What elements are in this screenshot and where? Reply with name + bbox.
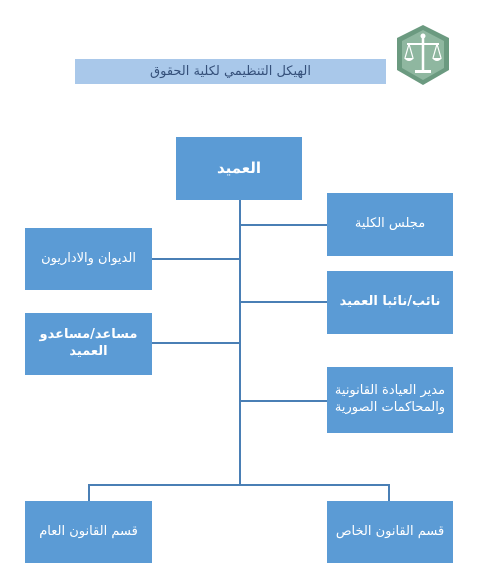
connector-department-right	[388, 484, 390, 501]
private-law-department-box: قسم القانون الخاص	[327, 501, 453, 563]
connector-right-2	[240, 301, 327, 303]
legal-clinic-director-box: مدير العيادة القانونية والمحاكمات الصوري…	[327, 367, 453, 433]
connector-department-left	[88, 484, 90, 501]
connector-right-3	[240, 400, 327, 402]
scales-of-justice-logo-icon	[397, 25, 449, 85]
vice-dean-box: نائب/نائبا العميد	[327, 271, 453, 334]
page-title: الهيكل التنظيمي لكلية الحقوق	[75, 59, 386, 84]
office-administrators-box: الديوان والاداريون	[25, 228, 152, 290]
assistant-dean-box: مساعد/مساعدو العميد	[25, 313, 152, 375]
connector-left-2	[152, 342, 240, 344]
connector-trunk	[239, 200, 241, 485]
dean-box: العميد	[176, 137, 302, 200]
faculty-council-box: مجلس الكلية	[327, 193, 453, 256]
connector-right-1	[240, 224, 327, 226]
connector-departments-bar	[88, 484, 390, 486]
connector-left-1	[152, 258, 240, 260]
public-law-department-box: قسم القانون العام	[25, 501, 152, 563]
